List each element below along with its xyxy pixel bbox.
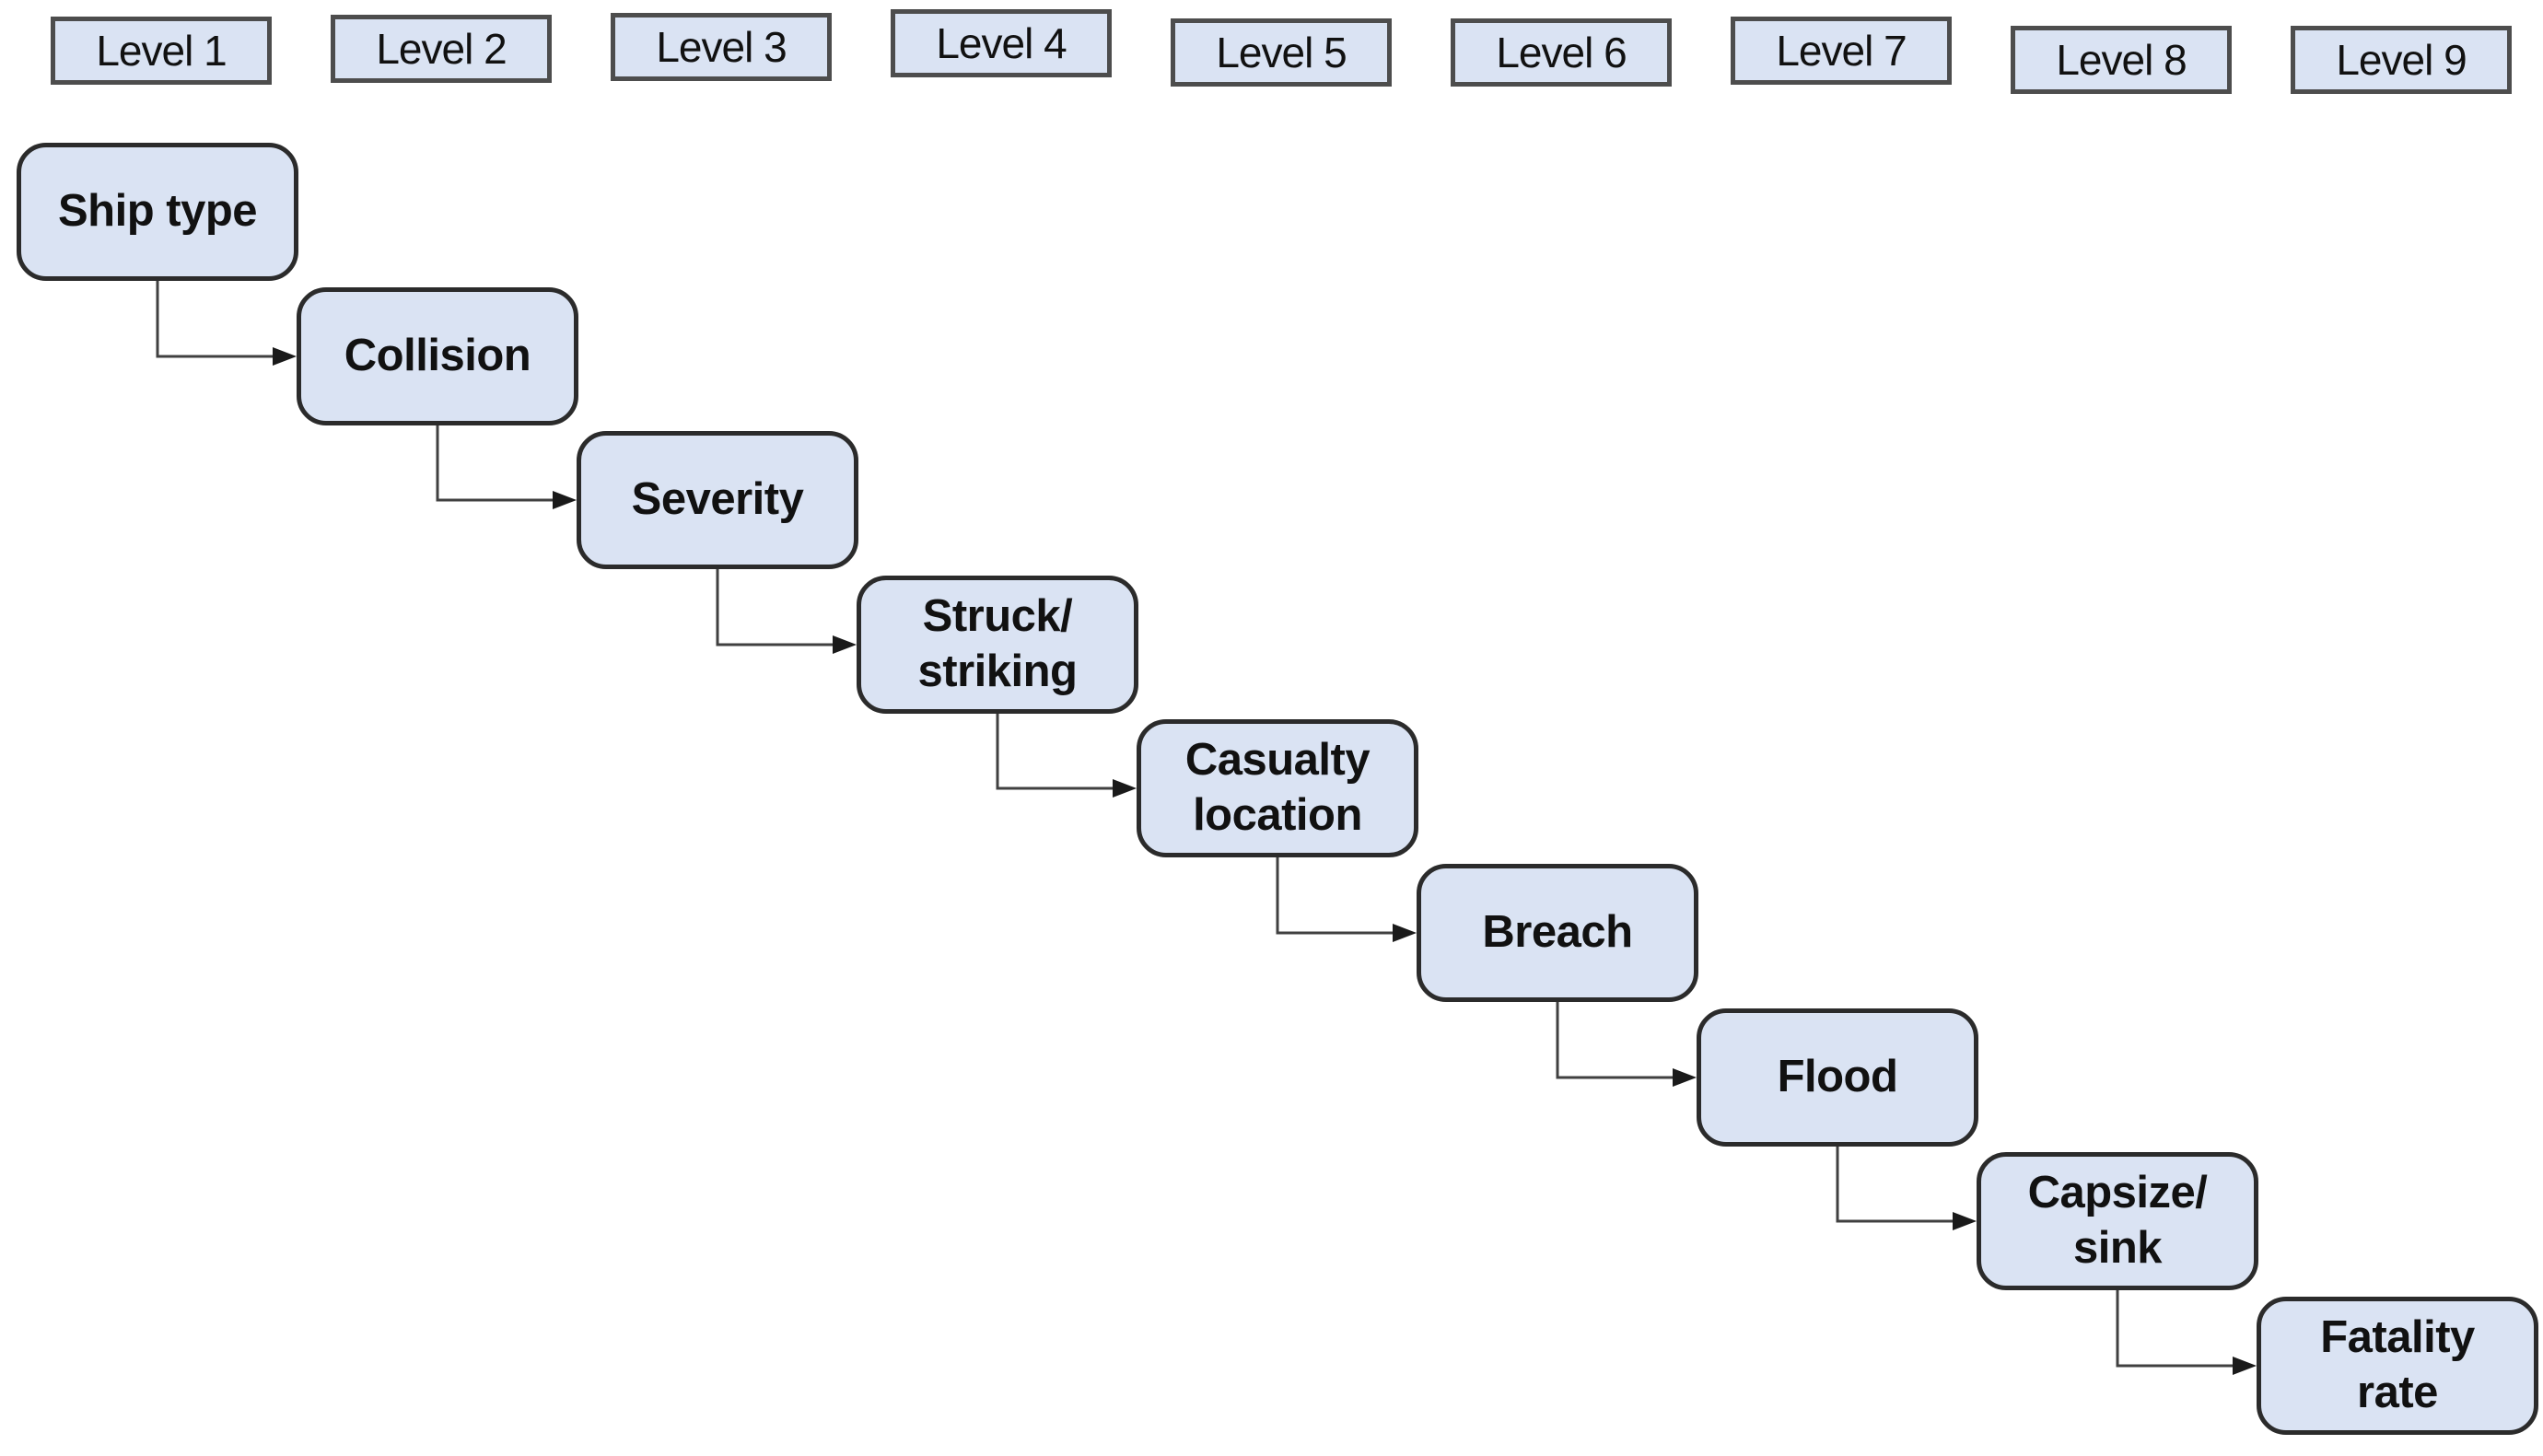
arrowhead-icon-4 bbox=[1113, 779, 1137, 798]
level-label-8: Level 8 bbox=[2011, 26, 2232, 94]
node-severity: Severity bbox=[577, 431, 858, 569]
level-label-9: Level 9 bbox=[2291, 26, 2512, 94]
node-fatality-rate: Fatality rate bbox=[2257, 1297, 2538, 1435]
node-ship-type: Ship type bbox=[17, 143, 298, 281]
level-label-3: Level 3 bbox=[611, 13, 832, 81]
arrowhead-icon-5 bbox=[1393, 924, 1417, 942]
node-struck-striking: Struck/ striking bbox=[857, 576, 1138, 714]
connector-6 bbox=[1556, 1002, 1676, 1079]
node-breach: Breach bbox=[1417, 864, 1698, 1002]
node-casualty-location: Casualty location bbox=[1137, 719, 1418, 857]
level-label-4: Level 4 bbox=[891, 9, 1112, 77]
arrowhead-icon-7 bbox=[1953, 1212, 1977, 1230]
connector-7 bbox=[1836, 1147, 1956, 1223]
level-label-1: Level 1 bbox=[51, 17, 272, 85]
arrowhead-icon-3 bbox=[833, 635, 857, 654]
connector-1 bbox=[156, 281, 276, 358]
node-flood: Flood bbox=[1697, 1008, 1978, 1147]
level-label-5: Level 5 bbox=[1171, 18, 1392, 87]
connector-2 bbox=[436, 425, 556, 502]
arrowhead-icon-8 bbox=[2233, 1357, 2257, 1375]
node-capsize-sink: Capsize/ sink bbox=[1977, 1152, 2258, 1290]
level-label-2: Level 2 bbox=[331, 15, 552, 83]
node-collision: Collision bbox=[297, 287, 578, 425]
arrowhead-icon-6 bbox=[1673, 1068, 1697, 1087]
connector-3 bbox=[716, 569, 836, 646]
arrowhead-icon-2 bbox=[553, 491, 577, 509]
connector-8 bbox=[2116, 1290, 2236, 1368]
arrowhead-icon-1 bbox=[273, 347, 297, 366]
connector-5 bbox=[1276, 857, 1396, 935]
level-label-6: Level 6 bbox=[1451, 18, 1672, 87]
level-label-7: Level 7 bbox=[1731, 17, 1952, 85]
connector-4 bbox=[996, 714, 1116, 790]
